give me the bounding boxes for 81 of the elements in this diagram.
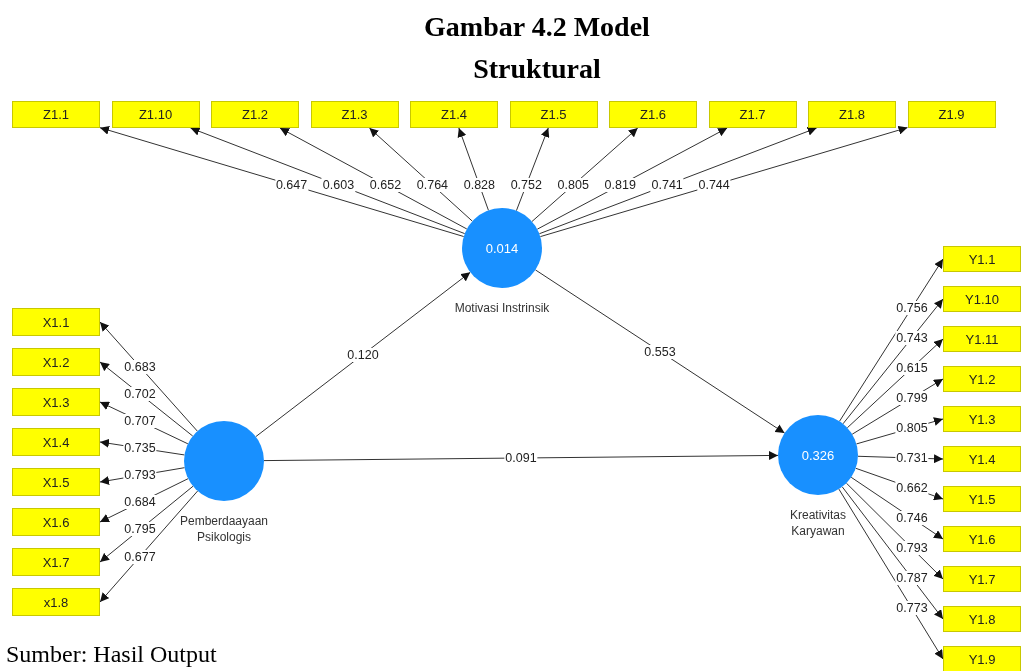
path-coefficient-label: 0.702: [123, 386, 157, 401]
indicator-box: X1.2: [12, 348, 100, 376]
arrow: [99, 321, 198, 432]
indicator-box: Y1.5: [943, 486, 1021, 512]
path-coefficient-label: 0.707: [123, 414, 157, 429]
path-coefficient-label: 0.091: [504, 451, 538, 465]
indicator-box: X1.6: [12, 508, 100, 536]
construct-name: Kreativitas Karyawan: [789, 507, 847, 539]
path-coefficient-label: 0.805: [895, 420, 929, 435]
indicator-box: Y1.1: [943, 246, 1021, 272]
path-coefficient-label: 0.684: [123, 495, 157, 510]
path-coefficient-label: 0.741: [650, 178, 684, 192]
indicator-box: Z1.5: [509, 101, 598, 128]
arrow: [538, 127, 818, 235]
indicator-box: Y1.11: [943, 326, 1021, 352]
indicator-box: Y1.2: [943, 366, 1021, 392]
construct-name: Pemberdaayaan Psikologis: [178, 513, 270, 545]
indicator-box: X1.5: [12, 468, 100, 496]
indicator-box: Y1.9: [943, 646, 1021, 671]
latent-variable-circle: 0.326: [778, 415, 858, 495]
path-coefficient-label: 0.662: [895, 481, 929, 496]
arrow: [255, 271, 471, 438]
indicator-box: Z1.7: [708, 101, 797, 128]
path-coefficient-label: 0.793: [895, 541, 929, 556]
indicator-box: Z1.8: [808, 101, 896, 128]
indicator-box: Z1.2: [211, 101, 299, 128]
path-coefficient-label: 0.603: [321, 178, 356, 192]
indicator-box: Y1.7: [943, 566, 1021, 592]
path-coefficient-label: 0.787: [895, 571, 929, 586]
path-coefficient-label: 0.744: [697, 178, 731, 192]
indicator-box: Z1.9: [907, 101, 996, 128]
path-coefficient-label: 0.731: [895, 451, 929, 465]
indicator-box: Y1.3: [943, 406, 1021, 432]
indicator-box: Y1.6: [943, 526, 1021, 552]
arrow: [368, 127, 473, 222]
path-coefficient-label: 0.615: [895, 360, 929, 375]
path-coefficient-label: 0.647: [274, 178, 309, 192]
indicator-box: Z1.6: [609, 101, 697, 128]
latent-variable-circle: [184, 421, 264, 501]
path-coefficient-label: 0.805: [556, 178, 590, 192]
indicator-box: Z1.10: [111, 101, 200, 128]
arrow: [99, 125, 465, 238]
indicator-box: Y1.4: [943, 446, 1021, 472]
path-coefficient-label: 0.120: [346, 347, 380, 362]
latent-variable-circle: 0.014: [462, 208, 542, 288]
indicator-box: X1.3: [12, 388, 100, 416]
arrow: [99, 490, 199, 603]
indicator-box: x1.8: [12, 588, 100, 616]
indicator-box: Z1.1: [12, 101, 100, 128]
indicator-box: X1.4: [12, 428, 100, 456]
source-note: Sumber: Hasil Output: [6, 641, 217, 668]
arrow: [539, 125, 908, 238]
path-coefficient-label: 0.799: [895, 390, 929, 405]
path-coefficient-label: 0.795: [123, 522, 157, 537]
path-coefficient-label: 0.743: [895, 330, 929, 345]
path-coefficient-label: 0.773: [895, 601, 929, 616]
path-coefficient-label: 0.677: [123, 549, 157, 564]
path-coefficient-label: 0.764: [415, 178, 450, 192]
arrow: [263, 451, 779, 462]
indicator-box: Z1.4: [410, 101, 498, 128]
indicator-box: Y1.8: [943, 606, 1021, 632]
path-coefficient-label: 0.756: [895, 300, 929, 315]
path-coefficient-label: 0.819: [603, 178, 637, 192]
arrow: [842, 298, 944, 425]
path-coefficient-label: 0.828: [462, 178, 496, 192]
indicator-box: Y1.10: [943, 286, 1021, 312]
indicator-box: X1.7: [12, 548, 100, 576]
arrow: [534, 269, 786, 434]
path-coefficient-label: 0.652: [368, 178, 403, 192]
arrow: [531, 127, 639, 222]
path-coefficient-label: 0.553: [643, 344, 677, 359]
path-coefficient-label: 0.752: [509, 178, 543, 192]
indicator-box: X1.1: [12, 308, 100, 336]
path-coefficient-label: 0.683: [123, 359, 157, 374]
arrow: [839, 258, 944, 422]
path-coefficient-label: 0.746: [895, 511, 929, 526]
arrow: [838, 488, 944, 660]
arrow: [841, 486, 944, 620]
construct-name: Motivasi Instrinsik: [453, 300, 551, 316]
indicator-box: Z1.3: [310, 101, 399, 128]
figure-title: Gambar 4.2 Model Struktural: [423, 10, 651, 86]
